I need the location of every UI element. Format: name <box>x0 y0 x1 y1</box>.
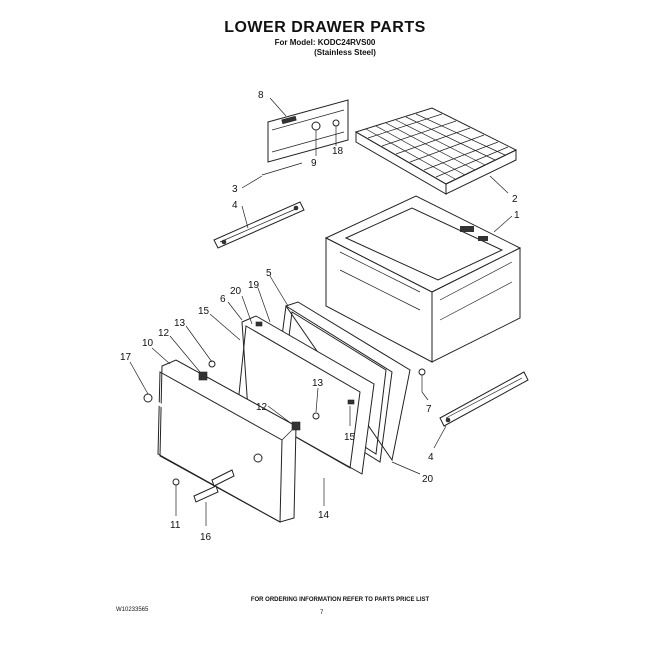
screw-part-13-right <box>312 412 320 420</box>
screw-part-9 <box>311 121 321 150</box>
callout-1: 1 <box>514 210 520 221</box>
callout-8: 8 <box>258 90 264 101</box>
callout-15-lower: 15 <box>344 432 356 443</box>
model-line: For Model: KODC24RVS00 <box>274 38 376 47</box>
callout-20-lower: 20 <box>422 474 434 485</box>
screw-part-13-left <box>208 360 216 368</box>
document-number: W10233565 <box>116 607 149 613</box>
callout-11: 11 <box>170 520 181 531</box>
callout-7: 7 <box>426 404 432 415</box>
drawer-slide-left <box>213 201 305 249</box>
handle-bracket-right <box>291 421 301 431</box>
finish-line: (Stainless Steel) <box>314 48 376 57</box>
bottom-trim-part-16 <box>193 469 235 503</box>
ordering-note: FOR ORDERING INFORMATION REFER TO PARTS … <box>250 597 430 603</box>
page-title: LOWER DRAWER PARTS <box>224 19 426 36</box>
callout-20-upper: 20 <box>230 286 242 297</box>
callout-12-left: 12 <box>158 328 170 339</box>
callout-12-right: 12 <box>256 402 268 413</box>
page-number: 7 <box>320 610 324 616</box>
callout-10: 10 <box>142 338 154 349</box>
callout-4-lower: 4 <box>428 452 434 463</box>
callout-15-upper: 15 <box>198 306 210 317</box>
drawer-slide-right <box>439 371 529 427</box>
callout-17: 17 <box>120 352 132 363</box>
callout-13-left: 13 <box>174 318 186 329</box>
callout-16: 16 <box>200 532 212 543</box>
callout-9: 9 <box>311 158 317 169</box>
handle-bracket-left <box>198 371 208 381</box>
rear-rail-bracket <box>261 99 349 176</box>
callout-19: 19 <box>248 280 260 291</box>
door-liner <box>237 315 375 475</box>
callout-3: 3 <box>232 184 238 195</box>
leader-lines <box>129 97 513 526</box>
callout-5: 5 <box>266 268 272 279</box>
screw-part-7 <box>418 368 426 392</box>
callout-18-top: 18 <box>332 146 344 157</box>
callout-14: 14 <box>318 510 330 521</box>
callout-6: 6 <box>220 294 226 305</box>
callout-2: 2 <box>512 194 518 205</box>
callout-13-right: 13 <box>312 378 324 389</box>
clip-part-18-top <box>332 119 340 140</box>
drawer-divider-grid <box>354 107 518 195</box>
drawer-bin <box>324 195 522 363</box>
screw-part-11 <box>172 478 180 504</box>
callout-4-upper: 4 <box>232 200 238 211</box>
